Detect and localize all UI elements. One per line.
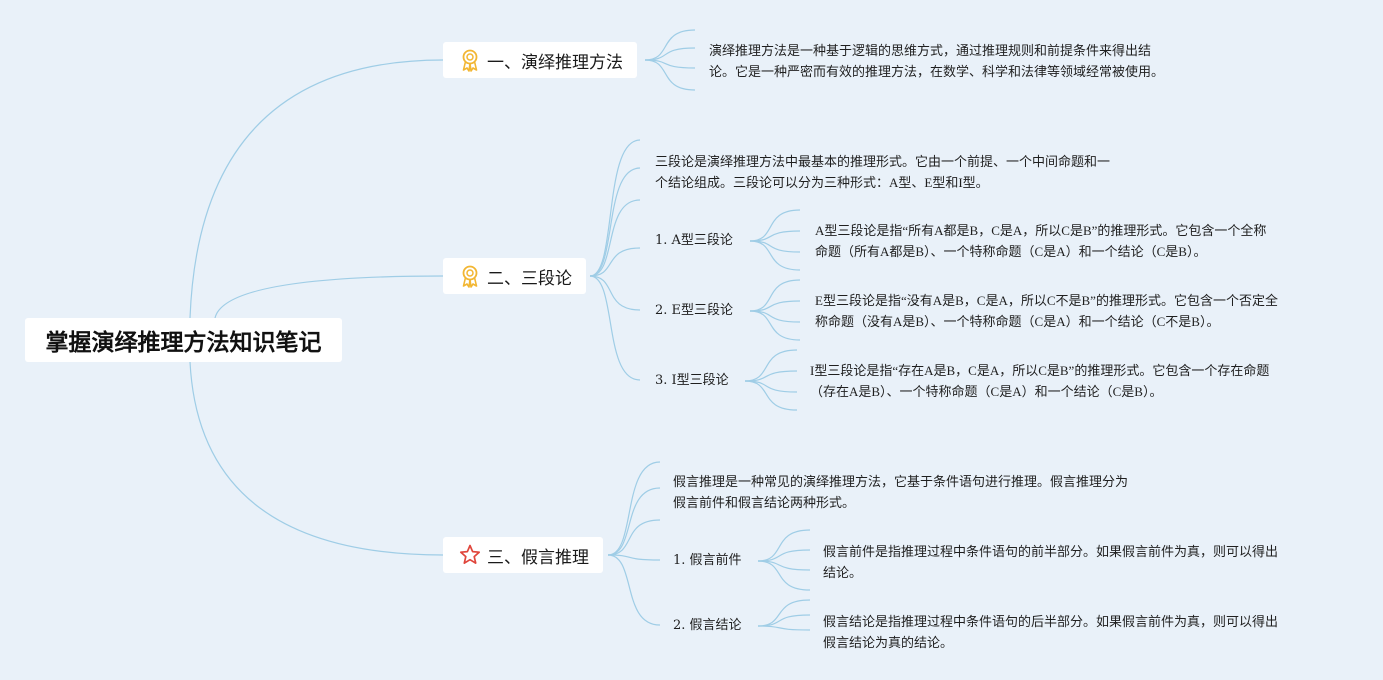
connector-consequent-line-0 — [757, 599, 811, 627]
connector-branch-2-line-3 — [589, 247, 641, 277]
connector-consequent-line-1 — [757, 614, 811, 627]
root-title: 掌握演绎推理方法知识笔记 — [45, 330, 322, 356]
root-topic[interactable]: 掌握演绎推理方法知识笔记 — [25, 318, 342, 362]
branch-syllogism[interactable]: 二、三段论 — [443, 258, 586, 294]
branch-title: 一、演绎推理方法 — [487, 52, 623, 73]
branch-2-description: 三段论是演绎推理方法中最基本的推理形式。它由一个前提、一个中间命题和一 个结论组… — [655, 154, 1111, 190]
branch-hypothetical-reasoning[interactable]: 三、假言推理 — [443, 537, 603, 573]
subtopic-e-type-text: E型三段论是指“没有A是B，C是A，所以C不是B”的推理形式。它包含一个否定全 … — [815, 293, 1278, 329]
branch-3-description: 假言推理是一种常见的演绎推理方法，它基于条件语句进行推理。假言推理分为 假言前件… — [673, 474, 1129, 510]
subtopic-antecedent-text: 假言前件是指推理过程中条件语句的前半部分。如果假言前件为真，则可以得出 结论。 — [823, 544, 1279, 580]
connector-branch-3-line-3 — [607, 554, 661, 561]
connector-consequent-line-2 — [757, 625, 811, 631]
connector-a-type-line-0 — [749, 209, 801, 242]
connector-branch-1-line-3 — [644, 59, 696, 91]
branch-title: 三、假言推理 — [487, 547, 589, 568]
connector-e-type-line-3 — [749, 310, 801, 341]
connector-a-type-line-2 — [749, 240, 801, 253]
ribbon-medal-icon — [459, 48, 481, 72]
subtopic-consequent-text: 假言结论是指推理过程中条件语句的后半部分。如果假言前件为真，则可以得出 假言结论… — [823, 614, 1279, 650]
connector-e-type-line-2 — [749, 310, 801, 323]
connector-antecedent-line-1 — [757, 549, 811, 562]
subtopic-a-type[interactable]: 1. A型三段论 — [655, 233, 733, 248]
subtopic-a-type-text: A型三段论是指“所有A都是B，C是A，所以C是B”的推理形式。它包含一个全称 命… — [815, 223, 1267, 259]
connector-branch-1-line-1 — [644, 47, 696, 61]
subtopic-antecedent[interactable]: 1. 假言前件 — [673, 553, 742, 568]
connector-branch-2-line-1 — [589, 167, 641, 277]
ribbon-medal-icon — [459, 264, 481, 288]
connector-branch-2-line-2 — [589, 199, 641, 277]
connector-e-type-line-0 — [749, 279, 801, 312]
branch-title: 二、三段论 — [487, 268, 572, 289]
connector-branch-2-line-5 — [589, 275, 641, 381]
connector-i-type-line-3 — [744, 380, 798, 411]
connector-branch-3-line-1 — [607, 487, 661, 556]
connector-i-type-line-0 — [744, 349, 798, 382]
subtopic-i-type-text: I型三段论是指“存在A是B，C是A，所以C是B”的推理形式。它包含一个存在命题 … — [810, 363, 1270, 399]
connector-branch-1-line-2 — [644, 59, 696, 69]
subtopic-consequent[interactable]: 2. 假言结论 — [673, 618, 742, 633]
connector-antecedent-line-3 — [757, 560, 811, 591]
branch-deductive-method[interactable]: 一、演绎推理方法 — [443, 42, 637, 78]
connector-antecedent-line-0 — [757, 529, 811, 562]
star-icon — [459, 543, 481, 567]
connector-branch-3-line-4 — [607, 554, 661, 626]
connector-branch-2-line-4 — [589, 275, 641, 311]
branch-1-description: 演绎推理方法是一种基于逻辑的思维方式，通过推理规则和前提条件来得出结 论。它是一… — [709, 43, 1165, 79]
connector-root-branch-2 — [214, 275, 444, 319]
connector-branch-1-line-0 — [644, 29, 696, 61]
connector-root-branch-3 — [189, 361, 444, 556]
connector-a-type-line-3 — [749, 240, 801, 271]
connector-branch-3-line-0 — [607, 461, 661, 556]
subtopic-i-type[interactable]: 3. I型三段论 — [655, 373, 729, 388]
connector-root-branch-1 — [189, 59, 444, 319]
connector-branch-3-line-2 — [607, 519, 661, 556]
subtopic-e-type[interactable]: 2. E型三段论 — [655, 303, 734, 318]
connector-i-type-line-2 — [744, 380, 798, 393]
connector-branch-2-line-0 — [589, 139, 641, 277]
